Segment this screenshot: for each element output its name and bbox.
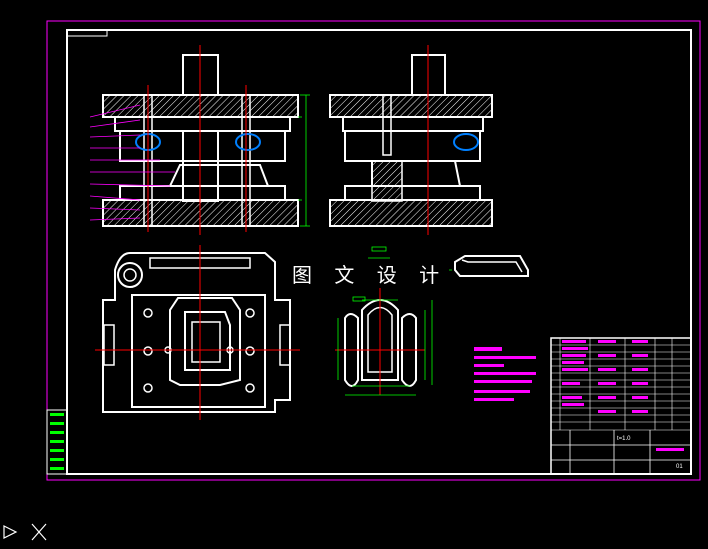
material-label: t=1.0 bbox=[617, 436, 631, 442]
sheet-border bbox=[46, 20, 701, 481]
left-stamp bbox=[46, 409, 68, 475]
drawing-frame bbox=[66, 29, 692, 475]
drawing-number: 01 bbox=[676, 464, 683, 470]
ucs-icon bbox=[3, 523, 47, 541]
technical-notes bbox=[474, 347, 536, 401]
part-detail-view[interactable] bbox=[335, 246, 433, 396]
title-block[interactable]: t=1.0 01 bbox=[550, 337, 692, 475]
front-section-view[interactable] bbox=[89, 45, 310, 235]
watermark-text: 图 文 设 计 bbox=[290, 262, 450, 288]
plan-view[interactable] bbox=[95, 245, 300, 420]
frame-tab bbox=[66, 29, 108, 37]
side-section-view[interactable] bbox=[329, 45, 493, 235]
